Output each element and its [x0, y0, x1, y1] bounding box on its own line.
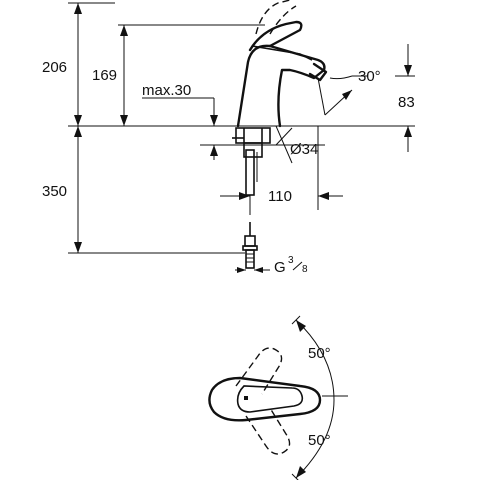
rotation-top-label: 50°: [308, 345, 331, 362]
dimension-350-label: 350: [42, 183, 67, 200]
dimension-83-label: 83: [398, 94, 415, 111]
hose-connector: [242, 222, 258, 269]
rotation-bottom-label: 50°: [308, 432, 331, 449]
dimension-110: 110: [220, 126, 343, 210]
dimension-max-30-label: max.30: [142, 82, 191, 99]
dimension-206-label: 206: [42, 59, 67, 76]
dimension-169: 169: [92, 25, 128, 126]
thread-label-numerator: 3: [288, 255, 294, 266]
dimension-83: 83: [395, 44, 415, 152]
dimension-diameter-34-label: Ø34: [290, 141, 318, 158]
thread-label-denominator: 8: [302, 264, 308, 275]
dimension-30-label: 30°: [358, 68, 381, 85]
reference-lines: [68, 2, 415, 254]
dimension-350: 350: [42, 126, 82, 253]
mounting-shank: [232, 127, 271, 215]
dimension-110-label: 110: [268, 188, 292, 205]
dimension-206: 206: [42, 3, 82, 126]
thread-label-prefix: G: [274, 259, 286, 276]
faucet-top-view: 50° 50°: [208, 315, 348, 480]
dimension-169-label: 169: [92, 67, 117, 84]
dimension-thread-g38: G 3 8: [235, 255, 308, 276]
dimension-30-degree: 30°: [317, 68, 381, 116]
dimension-max-30: max.30: [142, 82, 218, 160]
dimension-diameter-34: Ø34: [275, 125, 318, 164]
faucet-side-view: [236, 0, 328, 128]
